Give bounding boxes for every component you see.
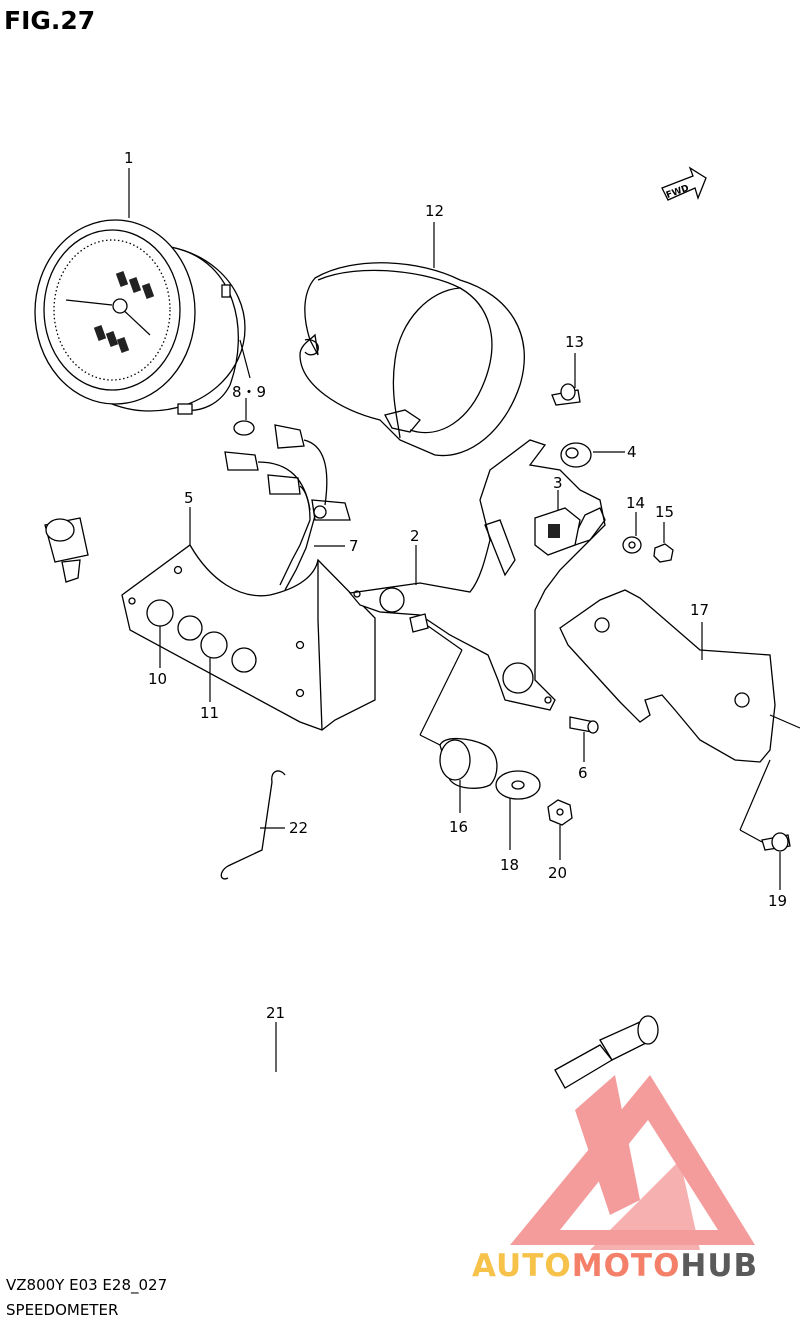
callout-11: 11 — [200, 704, 219, 722]
callout-1: 1 — [124, 149, 134, 167]
figure-title: FIG.27 — [4, 6, 96, 35]
lower-case — [121, 544, 376, 731]
callout-19: 19 — [768, 892, 787, 910]
small-hardware — [551, 383, 674, 563]
callout-14: 14 — [626, 494, 645, 512]
callout-10: 10 — [148, 670, 167, 688]
callout-21: 21 — [266, 1004, 285, 1022]
callout-4: 4 — [627, 443, 637, 461]
callout-3: 3 — [553, 474, 563, 492]
callout-16: 16 — [449, 818, 468, 836]
wire-clip — [220, 770, 286, 880]
mounting-plate — [559, 589, 776, 763]
callout-6: 6 — [578, 764, 588, 782]
leader-lines — [128, 168, 800, 1072]
speedometer-cable — [44, 517, 659, 1110]
callout-2: 2 — [410, 527, 420, 545]
watermark-moto: MOTO — [572, 1248, 681, 1284]
svg-text:AUTOMOTOHUB: AUTOMOTOHUB — [472, 1248, 758, 1284]
damper-washer-nut — [439, 737, 573, 826]
meter-cover — [299, 262, 525, 457]
callout-12: 12 — [425, 202, 444, 220]
model-code: VZ800Y E03 E28_027 — [6, 1276, 168, 1294]
callout-20: 20 — [548, 864, 567, 882]
bulb-and-wiring — [224, 420, 351, 591]
figure-name: SPEEDOMETER — [6, 1301, 119, 1319]
screw-6 — [569, 716, 599, 734]
callout-7: 7 — [349, 537, 359, 555]
callout-18: 18 — [500, 856, 519, 874]
callout-labels: 1 12 13 8・9 4 3 14 15 5 7 2 17 10 11 6 1… — [124, 149, 787, 1022]
callout-13: 13 — [565, 333, 584, 351]
forward-direction-badge: FWD — [661, 166, 707, 201]
callout-8-9: 8・9 — [232, 383, 266, 401]
watermark-auto: AUTO — [472, 1248, 572, 1284]
speedometer-gauge — [34, 219, 251, 415]
watermark-hub: HUB — [680, 1248, 758, 1284]
watermark-text: AUTOMOTOHUB — [472, 1248, 758, 1284]
bolt-19 — [761, 832, 791, 852]
callout-22: 22 — [289, 819, 308, 837]
callout-5: 5 — [184, 489, 194, 507]
callout-17: 17 — [690, 601, 709, 619]
meter-bracket — [348, 439, 606, 711]
callout-15: 15 — [655, 503, 674, 521]
watermark-logo — [510, 1075, 755, 1250]
holder — [534, 507, 581, 556]
